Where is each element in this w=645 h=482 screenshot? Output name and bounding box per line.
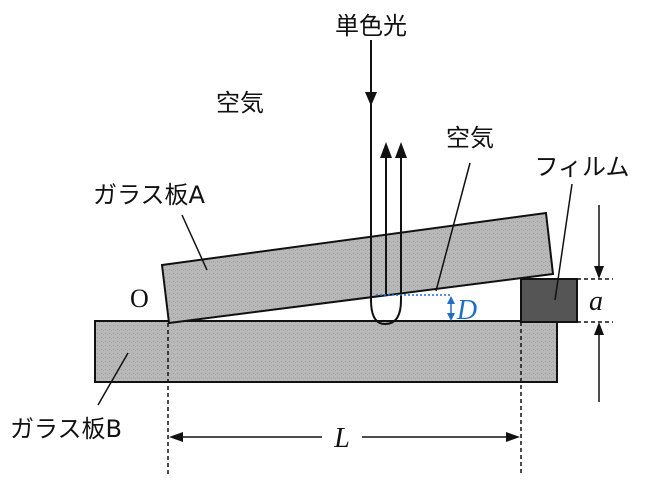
air-top-label: 空気 xyxy=(216,89,264,117)
incident-light-arrowhead xyxy=(365,92,377,106)
monochromatic-light-label: 単色光 xyxy=(335,12,407,40)
glass-plate-b xyxy=(94,320,558,383)
length-arrow-right-head xyxy=(506,432,520,442)
origin-label: O xyxy=(130,284,149,313)
length-label: L xyxy=(333,423,350,454)
air-gap-label: 空気 xyxy=(446,124,494,152)
air-gap-leader-line xyxy=(435,162,471,292)
film-label: フィルム xyxy=(534,153,629,181)
gap-label: D xyxy=(456,295,477,326)
glass-b-leader-line xyxy=(97,352,129,406)
thickness-label: a xyxy=(589,286,603,317)
glass-plate-a xyxy=(160,211,555,325)
reflection-loop-path xyxy=(370,299,402,326)
glass-a-leader-line xyxy=(181,214,208,271)
gap-arrow-bottom-head xyxy=(447,313,455,321)
reflected-ray-upper-arrowhead xyxy=(380,142,392,158)
glass-plate-a-label: ガラス板A xyxy=(93,181,206,209)
film-spacer xyxy=(520,278,578,323)
glass-plate-b-label: ガラス板B xyxy=(10,415,122,443)
reflected-ray-lower-arrowhead xyxy=(395,142,407,158)
film-leader-line xyxy=(554,183,573,301)
thickness-arrow-bottom-head xyxy=(594,322,604,335)
length-arrow-left-head xyxy=(169,432,183,442)
gap-arrow-top-head xyxy=(447,296,455,304)
thickness-arrow-top-head xyxy=(594,266,604,279)
